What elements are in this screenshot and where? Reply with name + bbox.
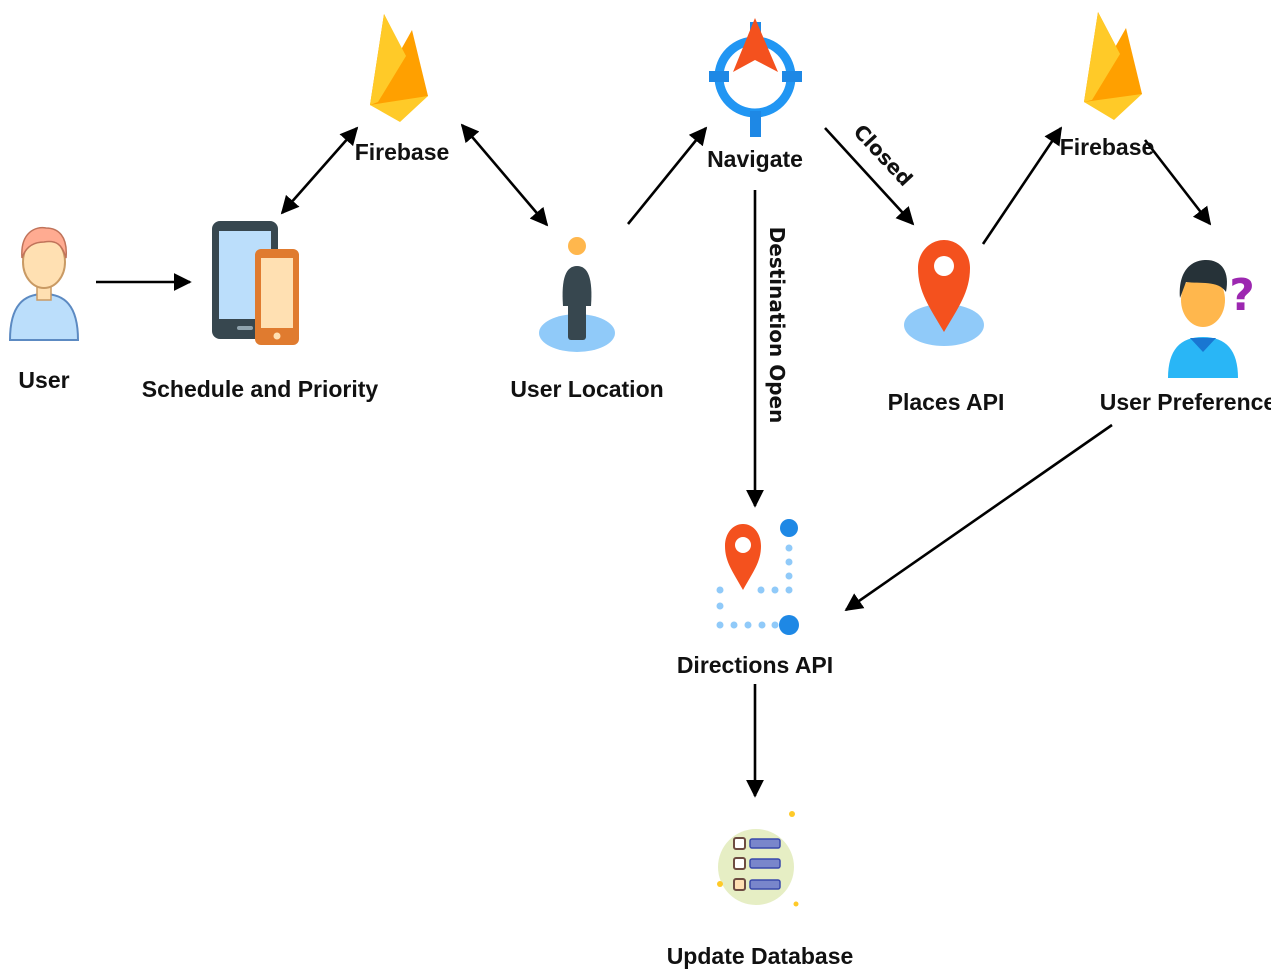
arrow-firebase-to-preference [1143, 139, 1212, 226]
edge-label-destination-open: Destination Open [765, 227, 789, 424]
database-list-icon [717, 811, 799, 907]
node-label-user-preference: User Preference [1100, 389, 1271, 415]
person-location-icon [539, 237, 615, 352]
arrow-firebase-userlocation [460, 123, 549, 227]
arrow-userlocation-to-navigate [626, 126, 708, 225]
question-mark-icon: ? [1229, 270, 1255, 321]
firebase-flame-icon [1084, 12, 1142, 120]
node-label-places-api: Places API [888, 389, 1005, 415]
user-avatar-icon [8, 226, 80, 341]
node-label-navigate: Navigate [707, 146, 803, 172]
node-label-user: User [18, 367, 69, 393]
node-label-schedule: Schedule and Priority [142, 376, 379, 402]
arrow-navigate-to-places [824, 127, 915, 226]
map-pin-icon [904, 240, 984, 346]
compass-navigation-icon [709, 18, 802, 137]
node-label-user-location: User Location [510, 376, 663, 402]
tablet-phone-icon [212, 221, 299, 345]
node-label-directions-api: Directions API [677, 652, 833, 678]
arrow-schedule-firebase [280, 126, 359, 215]
arrow-preference-to-directions [844, 423, 1113, 612]
user-question-icon: ? [1168, 260, 1255, 378]
node-label-firebase-right: Firebase [1060, 134, 1155, 160]
edge-label-closed: Closed [849, 120, 918, 191]
firebase-flame-icon [370, 14, 428, 122]
arrow-places-to-firebase [981, 126, 1063, 245]
route-pin-icon [716, 519, 799, 635]
node-label-firebase-left: Firebase [355, 139, 450, 165]
node-label-update-database: Update Database [667, 943, 854, 969]
